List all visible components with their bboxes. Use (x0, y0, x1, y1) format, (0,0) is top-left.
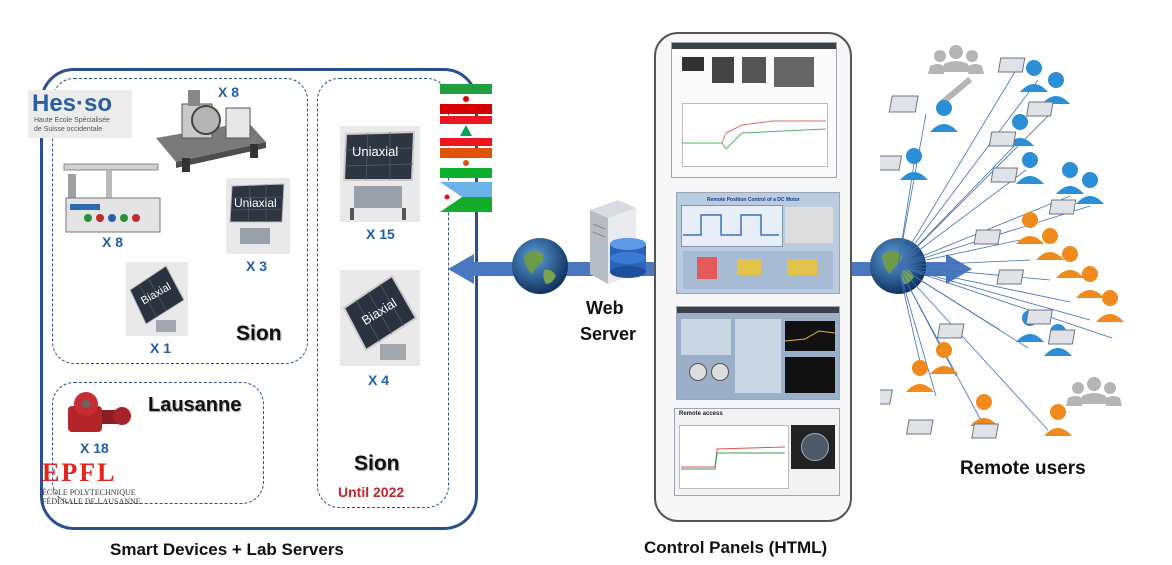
remote-users-caption: Remote users (960, 458, 1086, 479)
globe-left-icon (512, 238, 568, 294)
hes-so-logo: Hes·so Haute Ecole Spécialisée de Suisse… (28, 90, 132, 138)
control-panel-screenshot-1 (671, 42, 837, 178)
biaxial-small-count: X 1 (150, 340, 172, 356)
web-server-label-2: Server (580, 324, 637, 344)
uniaxial-large-count: X 15 (366, 226, 395, 242)
niger-flag-icon (440, 148, 492, 178)
uniaxial-small-label: Uniaxial (234, 196, 277, 210)
epfl-logo-sub1: ÉCOLE POLYTECHNIQUE (42, 488, 136, 497)
panel4-title: Remote access (679, 411, 723, 417)
control-panel-screenshot-2: Remote Position Control of a DC Motor (676, 192, 840, 294)
uniaxial-large-label: Uniaxial (352, 144, 399, 159)
panel2-title: Remote Position Control of a DC Motor (707, 197, 800, 203)
dc-motor-rig-count: X 8 (218, 84, 240, 100)
red-motor-count: X 18 (80, 440, 109, 456)
djibouti-flag-icon (440, 182, 492, 212)
biaxial-solar-small-image: Biaxial (126, 262, 188, 336)
hes-so-logo-sub1: Haute Ecole Spécialisée (34, 117, 110, 124)
linear-rig-count: X 8 (102, 234, 124, 250)
iran-flag-icon (440, 84, 492, 114)
epfl-logo: EPFL ÉCOLE POLYTECHNIQUE FÉDÉRALE DE LAU… (40, 458, 148, 506)
uniaxial-small-count: X 3 (246, 258, 268, 274)
sion-box (52, 78, 308, 364)
web-server-label-1: Web (586, 298, 624, 318)
lausanne-title: Lausanne (148, 394, 242, 416)
remote-users-network (880, 45, 1124, 439)
uniaxial-solar-small-image: Uniaxial (226, 178, 290, 254)
sion-2022-box (317, 78, 449, 508)
control-panels-caption: Control Panels (HTML) (644, 538, 828, 557)
hes-so-logo-sub2: de Suisse occidentale (34, 126, 103, 133)
lausanne-box (52, 382, 264, 504)
uniaxial-solar-large-image: Uniaxial (340, 126, 420, 222)
linear-rig-image (63, 163, 161, 233)
biaxial-solar-large-image: Biaxial (340, 270, 420, 366)
epfl-logo-sub2: FÉDÉRALE DE LAUSANNE (42, 497, 141, 506)
lab-servers-frame (40, 68, 478, 530)
control-panel-screenshot-4: Remote access (674, 408, 840, 496)
sion-title: Sion (236, 322, 282, 345)
lebanon-flag-icon (440, 116, 492, 146)
web-server-icon (590, 200, 646, 284)
epfl-logo-main: EPFL (42, 458, 117, 487)
sion-2022-title: Sion (354, 452, 400, 475)
control-panel-screenshot-3 (676, 306, 840, 400)
lab-servers-caption: Smart Devices + Lab Servers (110, 540, 344, 559)
hes-so-logo-main: Hes·so (32, 90, 113, 117)
until-2022-note: Until 2022 (338, 484, 405, 500)
dc-motor-rig-image (156, 90, 266, 172)
biaxial-large-count: X 4 (368, 372, 390, 388)
red-motor-image (68, 392, 131, 432)
